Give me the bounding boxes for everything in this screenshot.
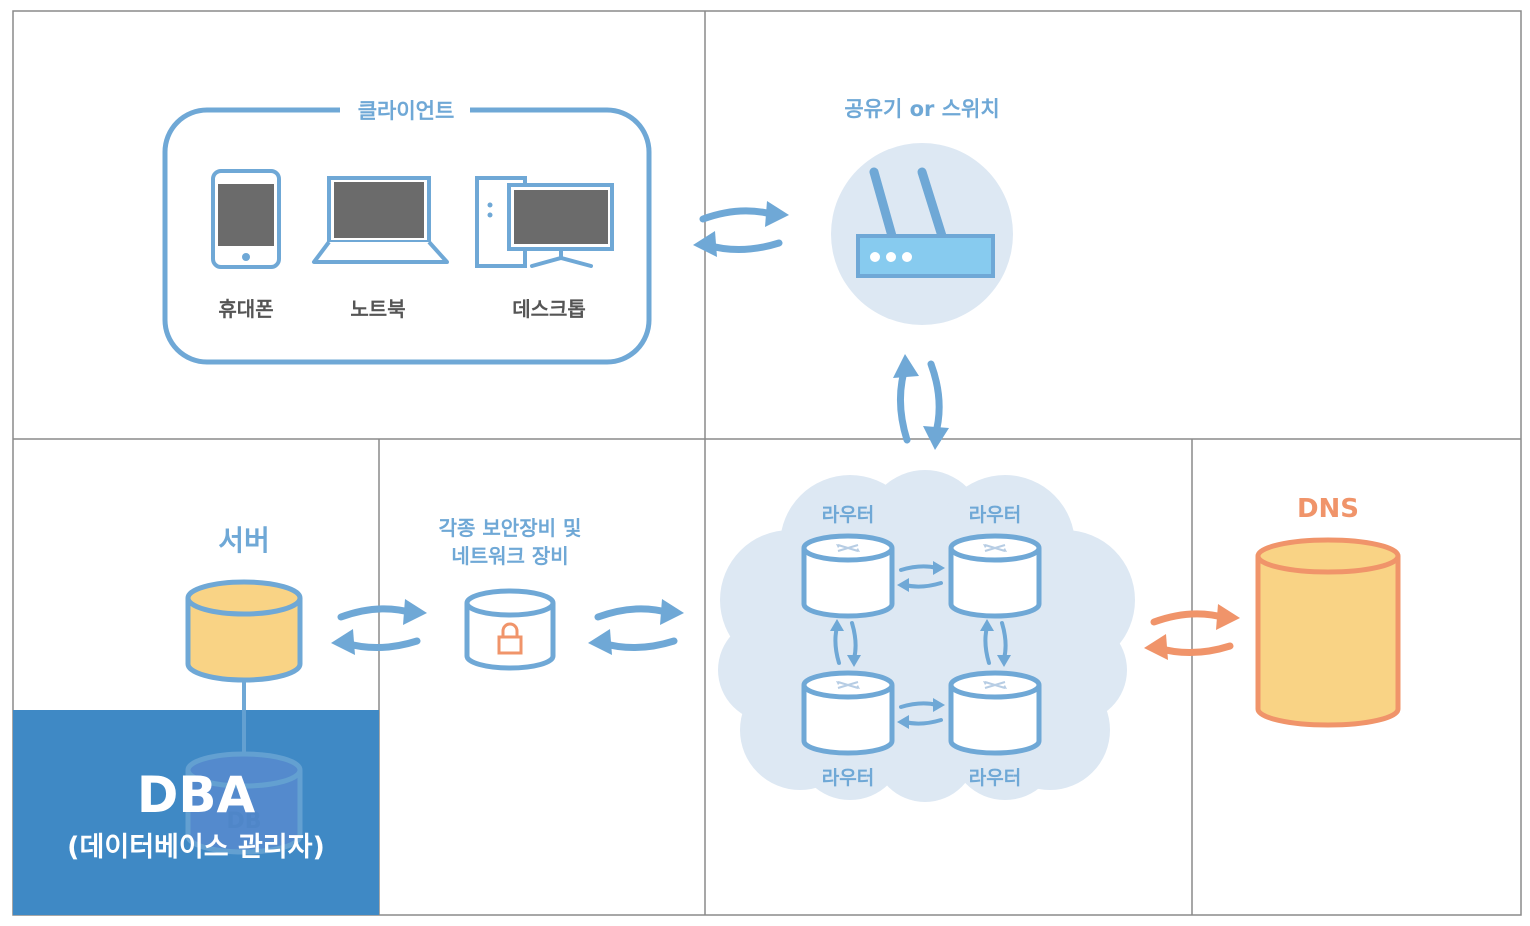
router-3 bbox=[804, 673, 892, 753]
grid-lines bbox=[12, 10, 1522, 916]
desktop-icon bbox=[475, 176, 614, 268]
db-cylinder bbox=[185, 710, 303, 855]
client-group: 클라이언트 휴대폰 노트북 데스크톱 bbox=[162, 98, 652, 365]
dba-title: DBA bbox=[137, 766, 256, 824]
device-label-desktop: 데스크톱 bbox=[512, 297, 586, 321]
switch-group: 공유기 or 스위치 bbox=[831, 97, 1013, 325]
cloud-shape bbox=[718, 470, 1135, 802]
router-label-1: 라우터 bbox=[822, 504, 874, 526]
security-group: 각종 보안장비 및 네트워크 장비 bbox=[439, 516, 582, 671]
security-label-line1: 각종 보안장비 및 bbox=[439, 516, 582, 540]
phone-icon bbox=[211, 169, 281, 269]
switch-label: 공유기 or 스위치 bbox=[844, 97, 999, 121]
security-network-arrows bbox=[588, 599, 684, 655]
security-label-line2: 네트워크 장비 bbox=[451, 544, 568, 568]
router-label-3: 라우터 bbox=[822, 767, 874, 789]
dns-cylinder bbox=[1255, 537, 1401, 728]
server-cylinder bbox=[185, 579, 303, 683]
device-label-laptop: 노트북 bbox=[350, 297, 405, 321]
router-4 bbox=[951, 673, 1039, 753]
lock-icon bbox=[497, 622, 523, 655]
router-1 bbox=[804, 536, 892, 616]
router-label-4: 라우터 bbox=[969, 767, 1021, 789]
server-group: 서버 bbox=[185, 524, 303, 760]
client-title: 클라이언트 bbox=[358, 99, 455, 123]
switch-network-arrows bbox=[893, 354, 949, 450]
device-label-phone: 휴대폰 bbox=[218, 297, 273, 321]
dns-group: DNS bbox=[1255, 494, 1401, 728]
dba-panel: DB DBA (데이터베이스 관리자) bbox=[13, 710, 379, 915]
router-label-2: 라우터 bbox=[969, 504, 1021, 526]
dns-label: DNS bbox=[1297, 494, 1359, 524]
security-cylinder bbox=[464, 588, 556, 671]
client-switch-arrows bbox=[693, 201, 789, 257]
router-2 bbox=[951, 536, 1039, 616]
router-cloud: 라우터 라우터 라우터 라우터 bbox=[718, 470, 1135, 802]
db-label: DB bbox=[226, 809, 261, 834]
laptop-icon bbox=[312, 176, 449, 264]
server-label: 서버 bbox=[218, 524, 270, 557]
wifi-router-icon bbox=[856, 167, 995, 278]
dba-subtitle: (데이터베이스 관리자) bbox=[67, 832, 325, 863]
